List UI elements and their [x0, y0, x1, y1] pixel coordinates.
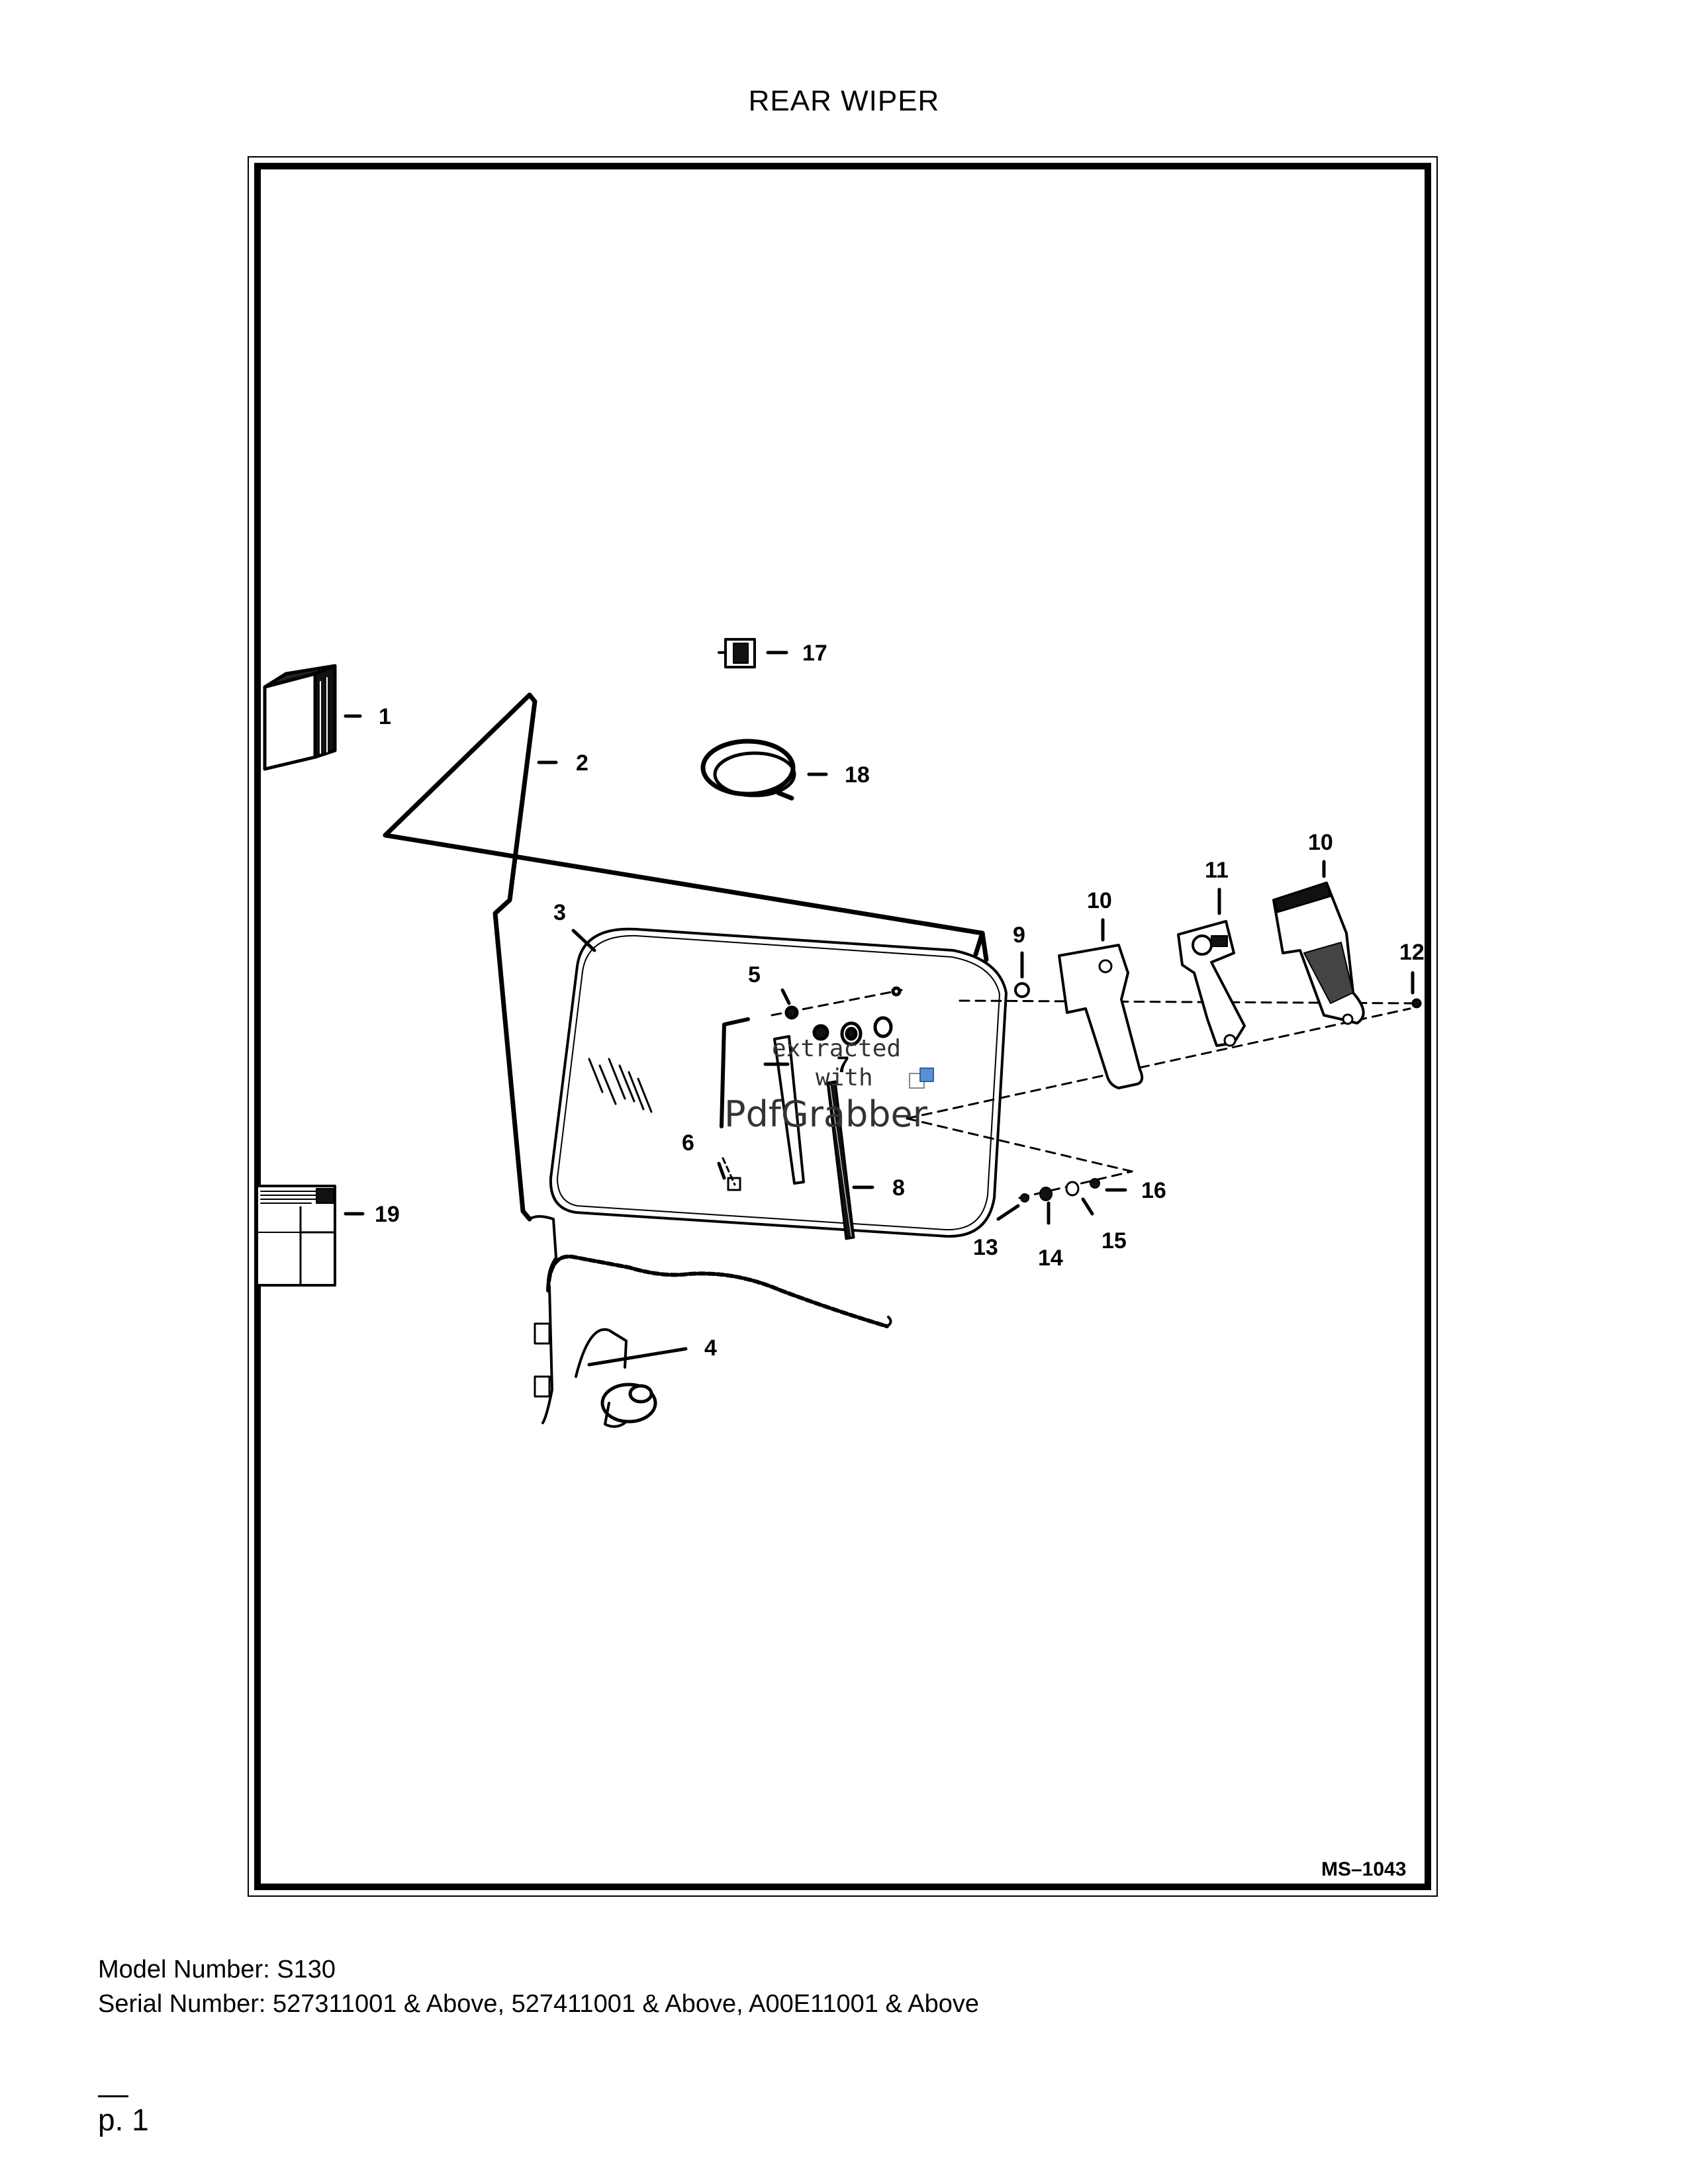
part-17-switch: [718, 638, 756, 668]
watermark-line2: with: [816, 1064, 873, 1091]
callout-14: 14: [1038, 1246, 1063, 1271]
callout-10-cover: 10: [1308, 830, 1333, 855]
page-number: p. 1: [98, 2103, 149, 2137]
part-10-bracket-left: [1058, 944, 1144, 1089]
callout-17: 17: [802, 641, 827, 666]
part-7-8-wiper-arm-blade: [773, 1035, 855, 1240]
part-6-nozzle: [720, 1017, 750, 1191]
part-18-hose-coil: [700, 739, 796, 801]
callout-12: 12: [1399, 940, 1425, 965]
part-1-box: [263, 664, 337, 771]
watermark-logo-icon: [909, 1068, 934, 1089]
watermark-brand: PdfGrabber: [724, 1093, 928, 1135]
callout-15: 15: [1102, 1228, 1127, 1253]
callout-2: 2: [576, 751, 588, 776]
callout-7: 7: [837, 1052, 849, 1077]
callout-1: 1: [379, 704, 391, 729]
callout-leaders: [344, 651, 1415, 1367]
callout-19: 19: [375, 1202, 400, 1227]
footer: Model Number: S130 Serial Number: 527311…: [98, 1952, 979, 2021]
model-number: Model Number: S130: [98, 1956, 336, 1983]
parts-13-16-hardware: [1020, 1178, 1100, 1203]
callout-13: 13: [973, 1235, 998, 1260]
hardware-5-7: [771, 986, 903, 1046]
part-12-screw: [1411, 998, 1422, 1009]
drawing-code: MS–1043: [1321, 1858, 1406, 1880]
callout-3: 3: [553, 900, 566, 925]
callout-8: 8: [892, 1175, 905, 1201]
part-10-motor-cover: [1272, 882, 1365, 1025]
callout-16: 16: [1141, 1178, 1166, 1203]
diagram-frame: [254, 163, 1431, 1890]
part-19-decal: [256, 1185, 336, 1287]
assembly-lines: [906, 999, 1418, 1199]
callout-9: 9: [1013, 923, 1025, 948]
callout-10-bracket: 10: [1087, 888, 1112, 913]
part-11-wiper-motor: [1177, 920, 1246, 1047]
page-title: REAR WIPER: [748, 85, 940, 117]
part-4-washer-pump: [528, 1215, 892, 1428]
part-2-frame-seal: [383, 692, 989, 1222]
callout-4: 4: [704, 1336, 717, 1361]
part-9-washer: [1014, 982, 1030, 998]
diagram-frame-outer: [248, 156, 1438, 1897]
part-3-window-glass: [549, 927, 1008, 1238]
callout-11: 11: [1205, 858, 1229, 883]
callout-5: 5: [748, 962, 761, 987]
footer-rule: [98, 2095, 128, 2097]
callout-18: 18: [845, 762, 870, 788]
callout-6: 6: [682, 1130, 694, 1156]
watermark-line1: extracted: [772, 1035, 901, 1062]
serial-number: Serial Number: 527311001 & Above, 527411…: [98, 1990, 980, 2018]
